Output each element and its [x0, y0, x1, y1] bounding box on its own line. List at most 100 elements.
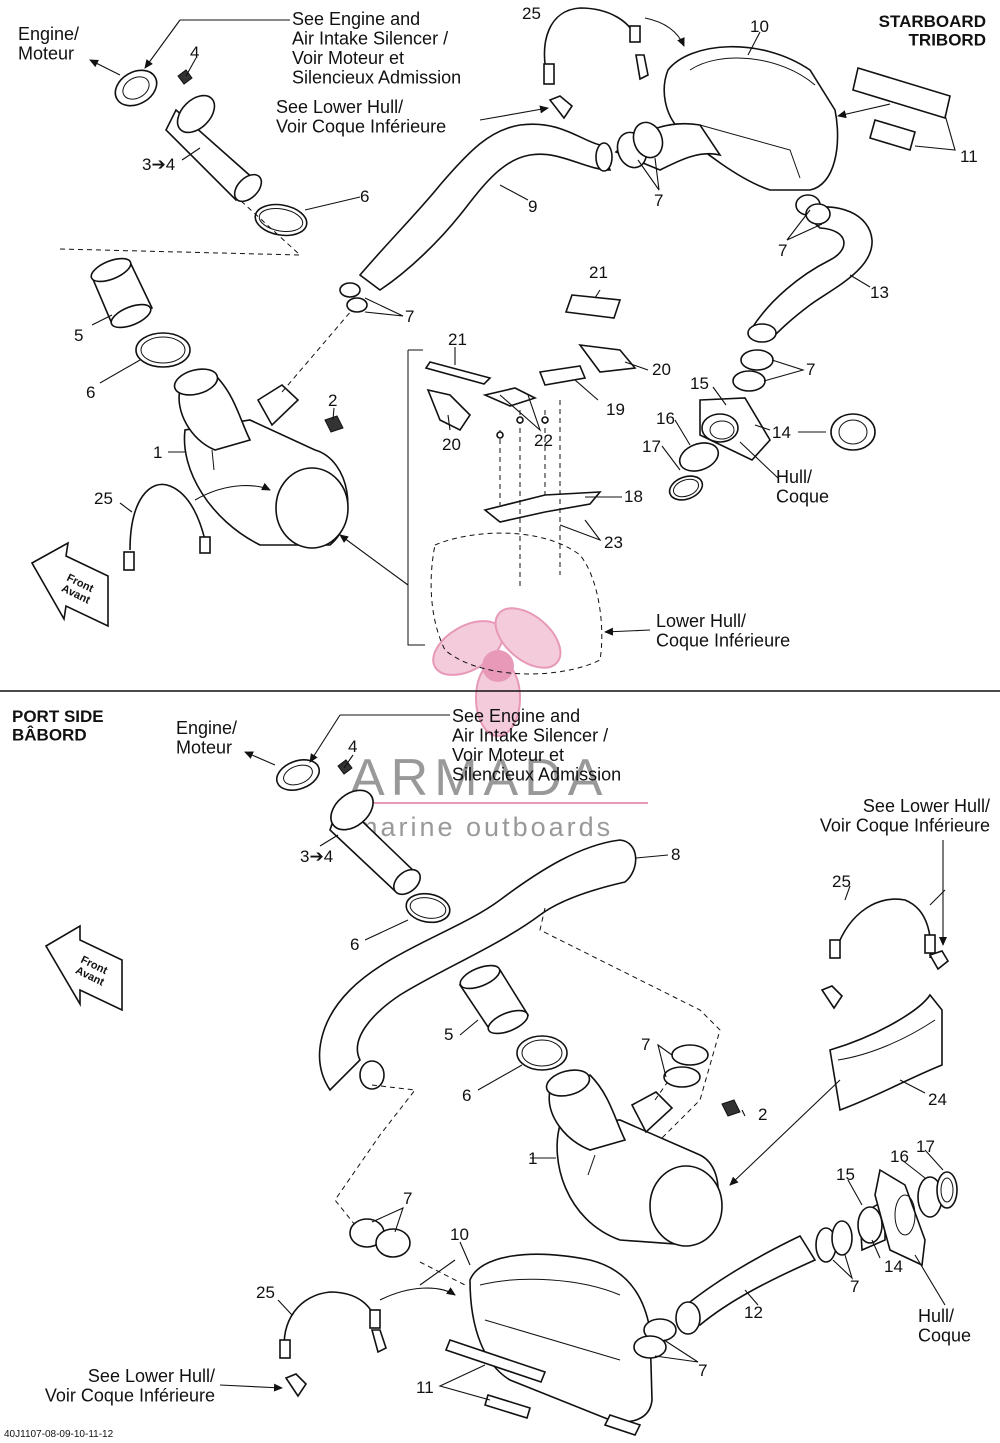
callout-6-bottom-a: 6 [350, 935, 359, 954]
hose-8 [318, 839, 637, 1092]
callout-6-top-a: 6 [360, 187, 369, 206]
callout-7-top-c: 7 [778, 241, 787, 260]
callout-24: 24 [928, 1090, 947, 1109]
front-arrow-icon-top: FrontAvant [30, 541, 109, 628]
hose-9 [358, 123, 612, 291]
muffler-1-bottom [545, 1069, 723, 1247]
propeller-logo-icon [432, 607, 562, 737]
engine-label-top: Engine/Moteur [18, 24, 79, 63]
engine-fitting-top [114, 69, 308, 237]
callout-2-top: 2 [328, 391, 337, 410]
callout-20-top-a: 20 [652, 360, 671, 379]
outlet-fittings-bottom [815, 1168, 958, 1267]
callout-2-bottom: 2 [758, 1105, 767, 1124]
watermark-tagline: marine outboards [355, 812, 613, 842]
plate-24 [829, 993, 943, 1112]
callout-7-bottom-d: 7 [850, 1277, 859, 1296]
callout-1-top: 1 [153, 443, 162, 462]
callout-18: 18 [624, 487, 643, 506]
callout-17-bottom: 17 [916, 1137, 935, 1156]
callout-7-bottom-a: 7 [641, 1035, 650, 1054]
strap-25-bottom-right [835, 898, 932, 959]
engine-label-bottom: Engine/Moteur [176, 718, 237, 757]
callout-7-top-d: 7 [806, 360, 815, 379]
hull-label-bottom: Hull/Coque [918, 1306, 971, 1345]
see-lower-hull-label-right: See Lower Hull/Voir Coque Inférieure [820, 796, 990, 835]
strip-11-b [869, 118, 916, 152]
callout-14-top: 14 [772, 423, 791, 442]
see-lower-hull-label-bottom: See Lower Hull/Voir Coque Inférieure [45, 1366, 215, 1405]
callout-21-top-a: 21 [589, 263, 608, 282]
callout-10-top: 10 [750, 17, 769, 36]
document-code: 40J1107-08-09-10-11-12 [4, 1429, 114, 1440]
clamp-7-e [671, 1044, 709, 1066]
callout-8: 8 [671, 845, 680, 864]
muffler-1-top [173, 368, 349, 549]
callout-12: 12 [744, 1303, 763, 1322]
callout-14-bottom: 14 [884, 1257, 903, 1276]
callout-16-top: 16 [656, 409, 675, 428]
clamp-6-top [135, 332, 191, 368]
callout-15-bottom: 15 [836, 1165, 855, 1184]
callout-7-top-a: 7 [405, 307, 414, 326]
callout-20-top-b: 20 [442, 435, 461, 454]
see-lower-hull-label-top: See Lower Hull/Voir Coque Inférieure [276, 97, 446, 136]
hull-label-top: Hull/Coque [776, 467, 829, 506]
front-arrow-icon-bottom: FrontAvant [44, 924, 123, 1012]
callout-17-top: 17 [642, 437, 661, 456]
callout-15-top: 15 [690, 374, 709, 393]
callout-6-bottom-b: 6 [462, 1086, 471, 1105]
sleeve-5-top [90, 257, 154, 329]
lower-hull-label-top: Lower Hull/Coque Inférieure [656, 611, 790, 650]
callout-3-4-top: 3➔4 [142, 155, 175, 174]
strip-11-d [484, 1393, 531, 1420]
callout-25-bottom-a: 25 [832, 872, 851, 891]
sensor-2-bottom [721, 1099, 741, 1117]
hardware-kit-top [407, 294, 637, 646]
outlet-fittings-top [668, 397, 876, 501]
watermark: ARMADA marine outboards [350, 607, 648, 842]
callout-5-top: 5 [74, 326, 83, 345]
hose-13 [750, 206, 873, 342]
callout-22: 22 [534, 431, 553, 450]
silencer-10-top [614, 45, 839, 191]
callout-4-top: 4 [190, 43, 199, 62]
clamp-7-a [339, 282, 361, 298]
engine-fitting-bottom [275, 759, 451, 924]
clamp-6-bottom [516, 1035, 568, 1071]
callout-21-top-b: 21 [448, 330, 467, 349]
hose-12 [678, 1234, 817, 1327]
watermark-brand: ARMADA [350, 749, 608, 807]
clamp-7-c [740, 349, 774, 371]
callout-16-bottom: 16 [890, 1147, 909, 1166]
callout-10-bottom: 10 [450, 1225, 469, 1244]
callout-25-top-b: 25 [522, 4, 541, 23]
strap-25-bottom-left [283, 1291, 376, 1356]
callout-7-bottom-b: 7 [403, 1189, 412, 1208]
callout-9: 9 [528, 197, 537, 216]
callout-11-top: 11 [960, 147, 978, 166]
callout-23: 23 [604, 533, 623, 552]
callout-25-top-a: 25 [94, 489, 113, 508]
sensor-2-top [324, 415, 344, 433]
callout-4-bottom: 4 [348, 737, 357, 756]
strip-11-c [444, 1339, 547, 1383]
callout-19: 19 [606, 400, 625, 419]
callout-13: 13 [870, 283, 889, 302]
callout-25-bottom-b: 25 [256, 1283, 275, 1302]
callout-5-bottom: 5 [444, 1025, 453, 1044]
strap-25-top-right [543, 7, 637, 81]
lower-hull-outline-top [430, 532, 603, 675]
strap-25-top [129, 483, 206, 551]
callout-11-bottom: 11 [416, 1378, 434, 1397]
callout-3-4-bottom: 3➔4 [300, 847, 333, 866]
callout-7-bottom-c: 7 [698, 1361, 707, 1380]
sleeve-5-bottom [458, 964, 530, 1035]
